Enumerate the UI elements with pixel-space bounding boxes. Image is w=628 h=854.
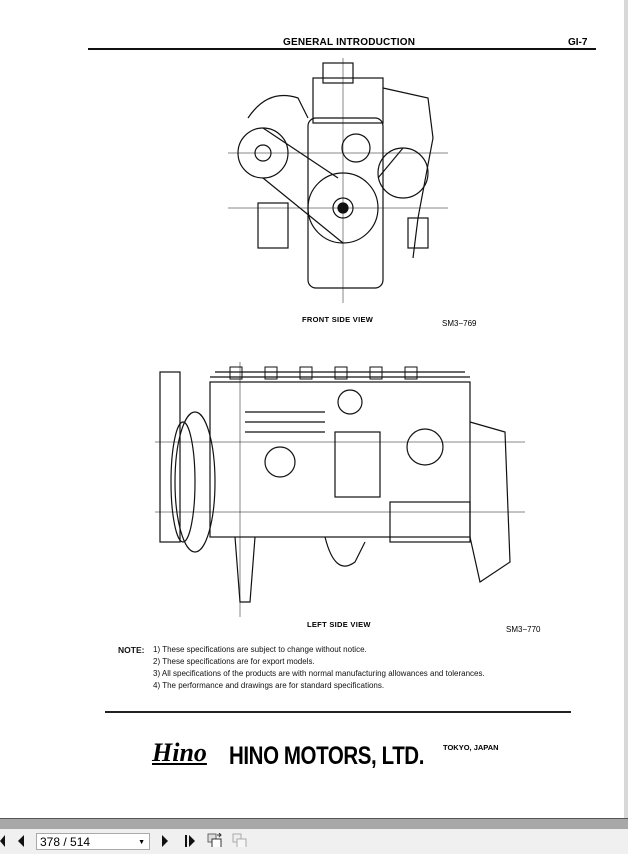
figure-code: SM3−770 xyxy=(506,625,541,634)
header-rule xyxy=(88,48,596,50)
fit-icon[interactable] xyxy=(232,833,248,847)
note-item: 4) The performance and drawings are for … xyxy=(153,681,385,690)
note-item: 3) All specifications of the products ar… xyxy=(153,669,485,678)
vertical-scrollbar[interactable] xyxy=(624,0,628,818)
note-item: 2) These specifications are for export m… xyxy=(153,657,315,666)
chevron-down-icon[interactable]: ▼ xyxy=(138,839,145,846)
company-name: HINO MOTORS, LTD. xyxy=(229,742,424,770)
page-header-title: GENERAL INTRODUCTION xyxy=(283,37,416,48)
document-page: GENERAL INTRODUCTION GI-7 FRONT SIDE VIE… xyxy=(88,37,596,770)
prev-page-icon[interactable] xyxy=(16,834,26,848)
note-item: 1) These specifications are subject to c… xyxy=(153,645,367,654)
front-view-drawing xyxy=(228,58,448,303)
footer-rule xyxy=(105,711,571,713)
hino-logo: Hino xyxy=(152,738,207,767)
page-code: GI-7 xyxy=(568,37,588,48)
last-page-icon[interactable] xyxy=(184,834,198,848)
rotate-icon[interactable] xyxy=(207,833,223,847)
navigation-toolbar: 378 / 514 ▼ xyxy=(0,829,628,854)
page-number-value: 378 / 514 xyxy=(40,835,91,849)
viewer-background xyxy=(0,818,628,829)
notes-label: NOTE: xyxy=(118,645,145,655)
page-number-combobox[interactable]: 378 / 514 ▼ xyxy=(36,833,150,850)
left-view-drawing xyxy=(155,362,525,617)
figure-caption: FRONT SIDE VIEW xyxy=(302,315,374,324)
figure-caption: LEFT SIDE VIEW xyxy=(307,620,371,629)
first-page-icon[interactable] xyxy=(0,834,6,848)
next-page-icon[interactable] xyxy=(160,834,170,848)
figure-code: SM3−769 xyxy=(442,319,477,328)
company-city: TOKYO, JAPAN xyxy=(443,743,499,752)
